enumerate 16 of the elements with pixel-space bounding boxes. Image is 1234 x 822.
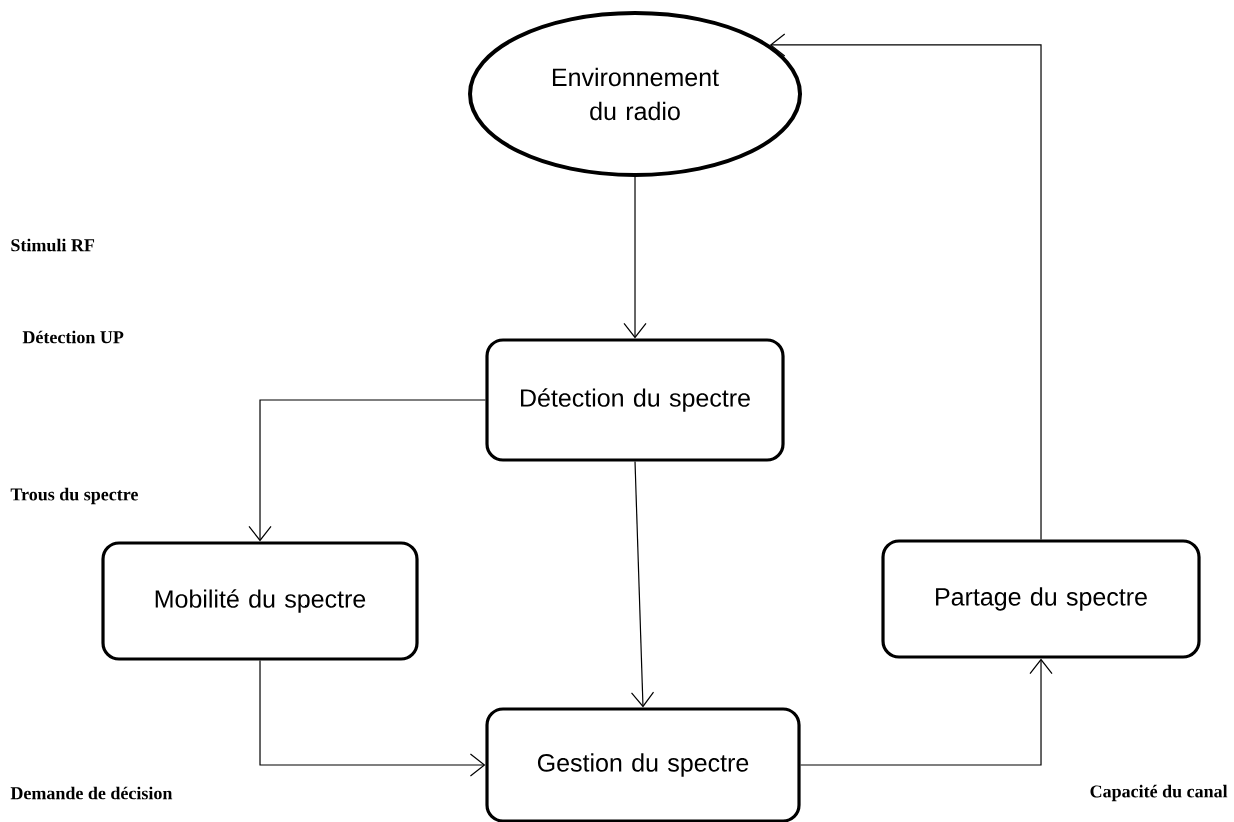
- process-box: Gestion du spectre: [485, 707, 801, 822]
- process-box: Partage du spectre: [881, 539, 1201, 659]
- process-box: Détection du spectre: [485, 338, 785, 462]
- arrow: [248, 399, 486, 542]
- label-text: Stimuli RF: [11, 238, 95, 252]
- arrow: [769, 33, 1042, 540]
- label-text: Détection UP: [22, 330, 124, 344]
- label-text: Capacité du canal: [1090, 784, 1228, 802]
- label-text: Trous du spectre: [10, 487, 138, 505]
- arrow: [800, 658, 1053, 766]
- arrow: [259, 660, 486, 777]
- label-text: Demande de décision: [10, 786, 173, 800]
- process-box: Mobilité du spectre: [101, 541, 419, 661]
- ellipse-node: Environnement du radio: [468, 11, 802, 177]
- arrow: [623, 176, 647, 339]
- arrow: [630, 461, 655, 708]
